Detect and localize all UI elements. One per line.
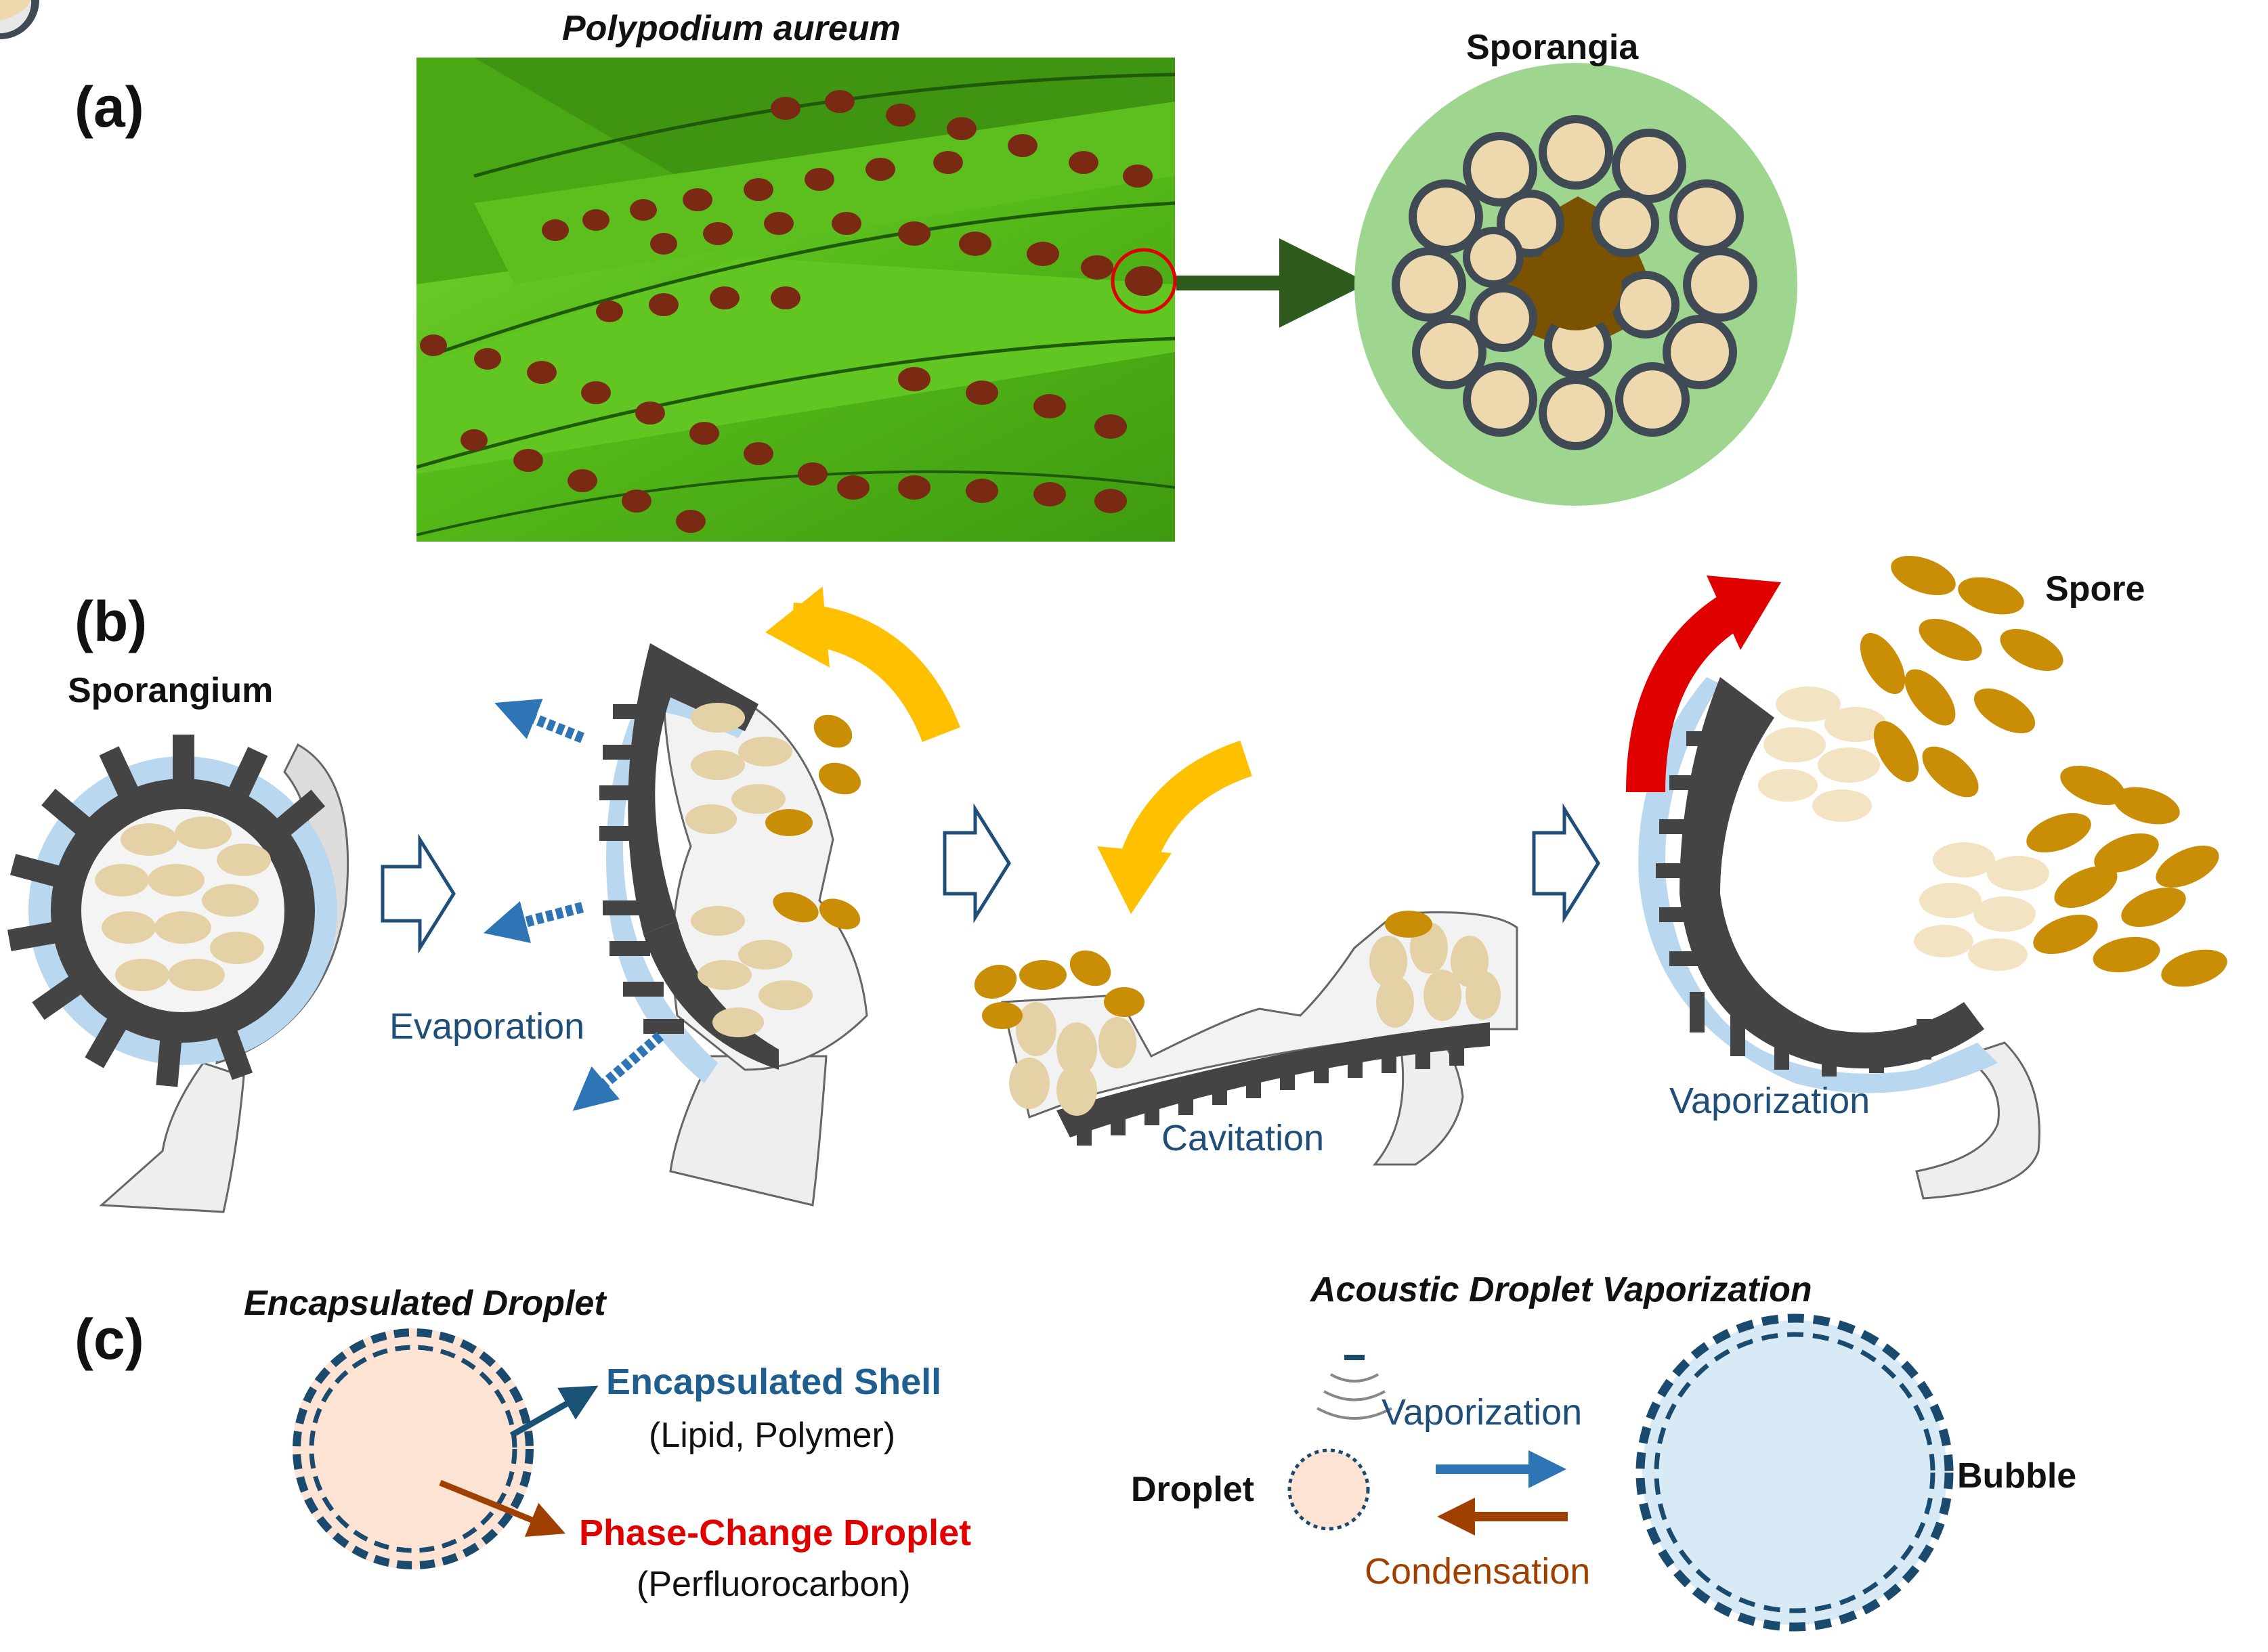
sporangia-cluster xyxy=(0,0,1797,506)
panel-label-c: (c) xyxy=(74,1307,144,1371)
small-droplet xyxy=(1287,1448,1370,1531)
sporangium-label: Sporangium xyxy=(68,671,274,710)
red-arrow xyxy=(1626,592,1745,793)
bubble xyxy=(1635,1313,1954,1632)
cavitation-label: Cavitation xyxy=(1161,1118,1325,1158)
fern-photo xyxy=(416,58,1175,542)
yellow-arrow-2 xyxy=(1120,740,1253,867)
species-title: Polypodium aureum xyxy=(562,9,901,48)
adv-vaporization-label: Vaporization xyxy=(1382,1392,1583,1433)
evaporation-arrows xyxy=(484,699,664,1111)
panel-label-a: (a) xyxy=(74,75,144,139)
panel-label-b: (b) xyxy=(74,590,148,653)
core-pointer xyxy=(439,1479,566,1537)
ultrasound-icon xyxy=(1317,1355,1392,1420)
bubble-label: Bubble xyxy=(1957,1456,2077,1496)
sporangium-released xyxy=(1638,555,2227,1200)
encapsulated-droplet xyxy=(293,1328,534,1569)
shell-sublabel: (Lipid, Polymer) xyxy=(649,1416,896,1455)
core-label: Phase-Change Droplet xyxy=(579,1513,972,1553)
encapsulated-droplet-title: Encapsulated Droplet xyxy=(244,1284,606,1323)
condensation-label: Condensation xyxy=(1365,1551,1591,1592)
adv-title: Acoustic Droplet Vaporization xyxy=(1310,1270,1812,1309)
vaporization-label: Vaporization xyxy=(1669,1081,1870,1121)
sori-dots xyxy=(420,90,1163,533)
sporangium-evaporating xyxy=(599,643,868,1207)
spore-label: Spore xyxy=(2045,569,2145,609)
sporangia-title: Sporangia xyxy=(1466,28,1639,67)
droplet-label: Droplet xyxy=(1131,1470,1254,1509)
evaporation-label: Evaporation xyxy=(389,1006,585,1047)
shell-pointer xyxy=(509,1385,599,1438)
core-sublabel: (Perfluorocarbon) xyxy=(637,1565,911,1604)
shell-label: Encapsulated Shell xyxy=(606,1362,942,1402)
sporangium-cavitation xyxy=(974,911,1518,1166)
sporangium-closed xyxy=(7,735,349,1213)
stage-arrow xyxy=(381,803,1600,954)
highlight-circle xyxy=(1111,248,1177,314)
